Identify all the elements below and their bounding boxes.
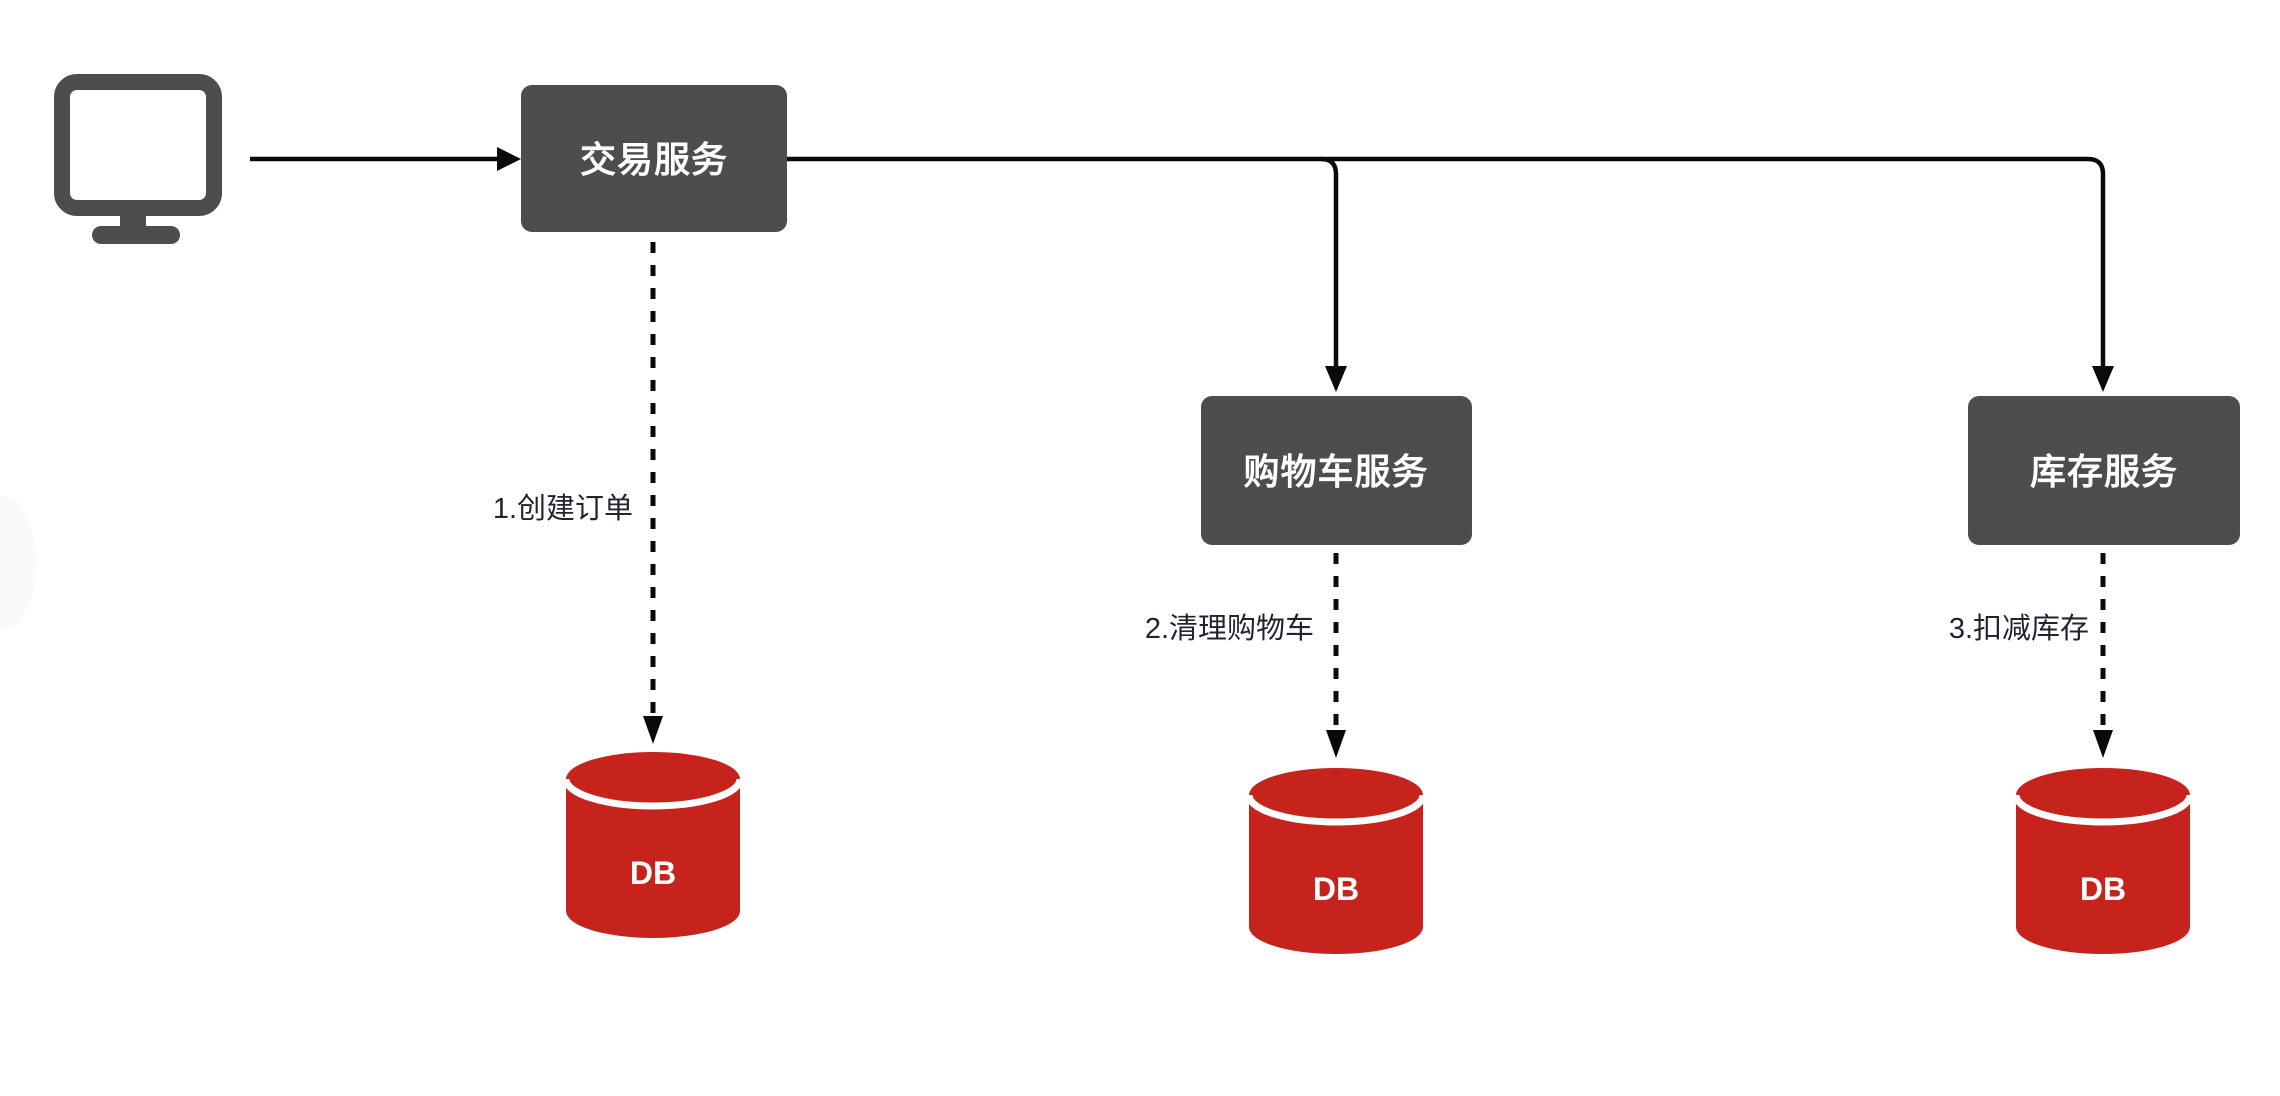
arrowhead-down-icon: [2093, 730, 2113, 758]
database-label: DB: [630, 855, 676, 891]
node-inventory-service[interactable]: 库存服务: [1968, 396, 2240, 545]
database-cylinder-icon: [566, 752, 740, 938]
service-label: 库存服务: [2030, 451, 2178, 492]
service-box: [1201, 396, 1472, 545]
client-monitor-icon[interactable]: [54, 74, 222, 244]
edge-cart-to-db: 2.清理购物车: [1145, 553, 1346, 758]
node-trade-service[interactable]: 交易服务: [521, 85, 787, 232]
node-cart-db[interactable]: DB: [1245, 768, 1427, 954]
service-label: 购物车服务: [1243, 451, 1428, 492]
node-cart-service[interactable]: 购物车服务: [1201, 396, 1472, 545]
arrowhead-down-icon: [1325, 366, 1347, 392]
service-box: [1968, 396, 2240, 545]
monitor-screen: [54, 74, 222, 216]
service-label: 交易服务: [580, 139, 728, 180]
edge-trade-to-db: 1.创建订单: [493, 242, 663, 744]
edge-client-to-trade: [250, 147, 521, 171]
edge-trade-to-cart: [1320, 156, 1347, 392]
edge-inventory-to-db: 3.扣减库存: [1949, 553, 2113, 758]
node-inventory-db[interactable]: DB: [2012, 768, 2194, 954]
database-label: DB: [2080, 871, 2126, 907]
arrowhead-down-icon: [1326, 730, 1346, 758]
flow-step-label: 3.扣减库存: [1949, 612, 2089, 645]
node-trade-db[interactable]: DB: [562, 752, 744, 938]
connector-line: [787, 156, 2106, 368]
database-cylinder-icon: [1249, 768, 1423, 954]
arrowhead-down-icon: [2092, 366, 2114, 392]
database-separator: [562, 778, 744, 810]
connector-line: [1320, 156, 1339, 368]
service-box: [521, 85, 787, 232]
flow-step-label: 1.创建订单: [493, 492, 633, 525]
arrowhead-right-icon: [497, 147, 521, 171]
flow-step-label: 2.清理购物车: [1145, 612, 1314, 645]
database-separator: [2012, 794, 2194, 826]
database-separator: [1245, 794, 1427, 826]
edge-trade-to-inventory: [787, 156, 2114, 392]
monitor-base: [92, 226, 180, 244]
arrowhead-down-icon: [643, 716, 663, 744]
database-cylinder-icon: [2016, 768, 2190, 954]
database-label: DB: [1313, 871, 1359, 907]
